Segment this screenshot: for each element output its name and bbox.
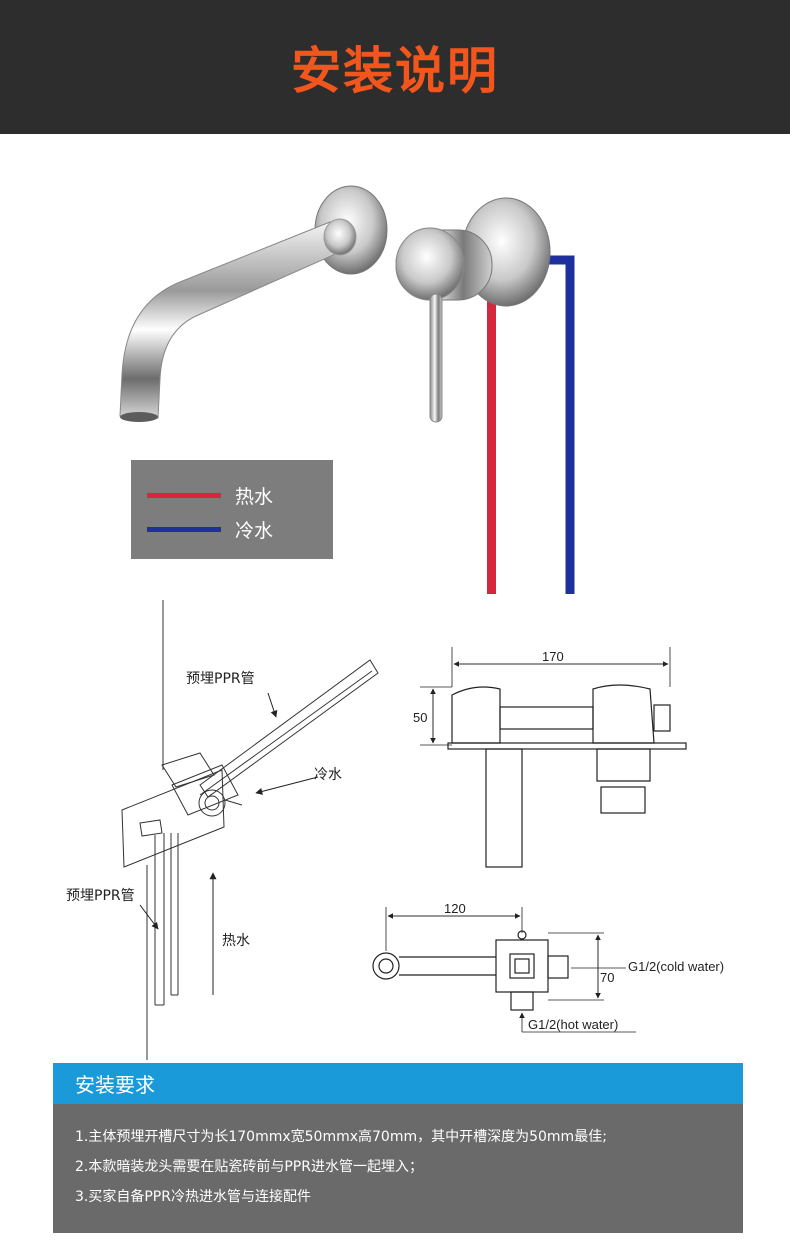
cold-water-label: 冷水 (314, 767, 342, 783)
top-view-drawing (372, 907, 636, 1033)
technical-diagrams: 预埋PPR管 冷水 预埋PPR管 热水 170 (0, 595, 790, 1065)
requirement-item: 3.买家自备PPR冷热进水管与连接配件 (75, 1189, 311, 1205)
cold-line-swatch (147, 527, 221, 532)
installation-drawing (121, 600, 379, 1060)
side-height-label: 50 (413, 710, 427, 725)
legend-cold-label: 冷水 (235, 520, 274, 542)
legend-hot: 热水 (147, 482, 273, 509)
pipe-label-bottom: 预埋PPR管 (66, 888, 135, 904)
top-width-label: 120 (444, 901, 466, 916)
spout-body (119, 185, 388, 422)
requirements-panel: 安装要求 1.主体预埋开槽尺寸为长170mmx宽50mmx高70mm，其中开槽深… (53, 1063, 743, 1233)
page-title: 安装说明 (291, 42, 499, 100)
side-view-drawing (420, 647, 687, 868)
requirements-list: 1.主体预埋开槽尺寸为长170mmx宽50mmx高70mm，其中开槽深度为50m… (53, 1104, 743, 1212)
hot-water-label: 热水 (222, 933, 250, 949)
mixer-handle (395, 197, 551, 423)
side-width-label: 170 (542, 649, 564, 664)
requirement-item: 1.主体预埋开槽尺寸为长170mmx宽50mmx高70mm，其中开槽深度为50m… (75, 1129, 607, 1145)
hot-inlet-label: G1/2(hot water) (528, 1017, 618, 1032)
requirements-header: 安装要求 (53, 1063, 743, 1104)
cold-inlet-label: G1/2(cold water) (628, 959, 724, 974)
hot-line-swatch (147, 493, 221, 498)
page-header: 安装说明 (0, 0, 790, 134)
pipe-color-legend: 热水 冷水 (131, 460, 333, 559)
requirements-title: 安装要求 (75, 1073, 155, 1097)
legend-cold: 冷水 (147, 516, 273, 543)
top-height-label: 70 (600, 970, 614, 985)
faucet-illustration: 热水 冷水 (0, 134, 790, 604)
pipe-label-top: 预埋PPR管 (186, 671, 255, 687)
supply-pipes (487, 255, 575, 594)
legend-hot-label: 热水 (235, 486, 274, 508)
installation-annotations: 预埋PPR管 冷水 预埋PPR管 热水 (66, 671, 342, 995)
requirement-item: 2.本款暗装龙头需要在贴瓷砖前与PPR进水管一起埋入； (75, 1159, 423, 1175)
